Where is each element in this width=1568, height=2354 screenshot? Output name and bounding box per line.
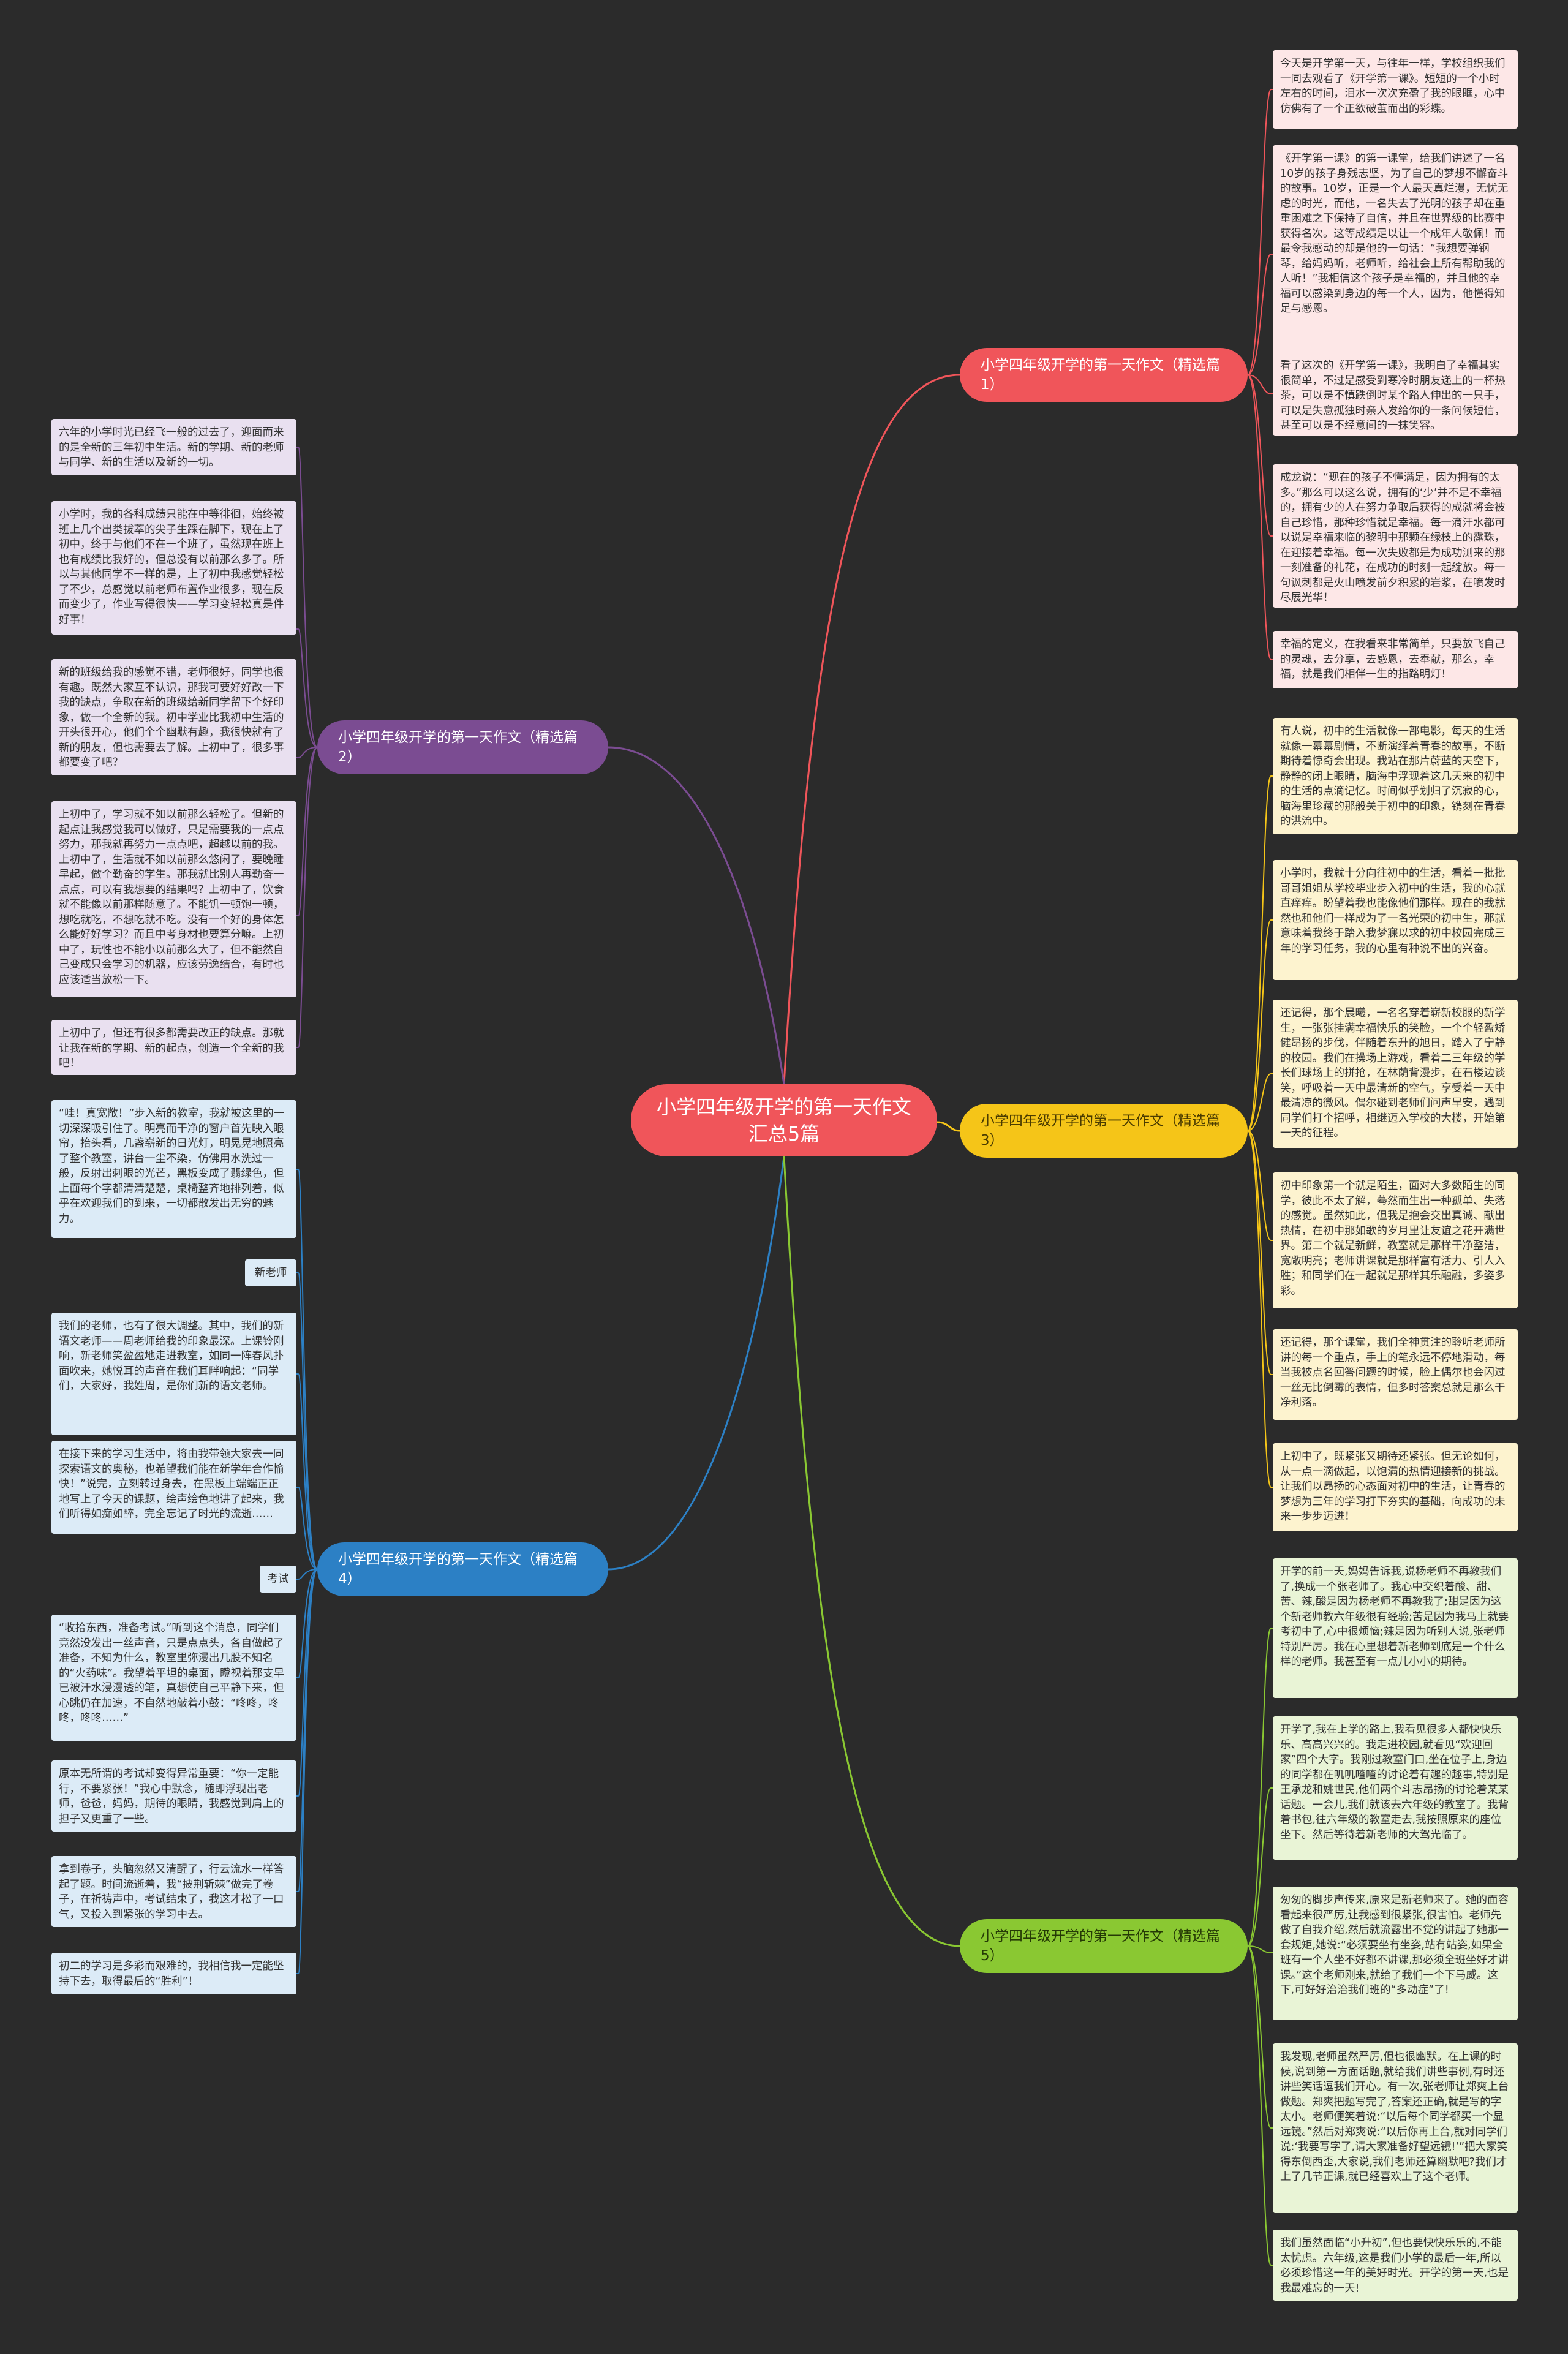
leaf-node[interactable]: 幸福的定义，在我看来非常简单，只要放飞自己的灵魂，去分享，去感恩，去奉献，那么，… <box>1273 631 1518 688</box>
connector-center-b2 <box>608 746 785 1085</box>
leaf-node[interactable]: “收拾东西，准备考试。”听到这个消息，同学们竟然没发出一丝声音，只是点点头，各自… <box>51 1615 296 1741</box>
branch-essay-4[interactable]: 小学四年级开学的第一天作文（精选篇4） <box>317 1542 608 1596</box>
leaf-node[interactable]: 还记得，那个课堂，我们全神贯注的聆听老师所讲的每一个重点，手上的笔永远不停地滑动… <box>1273 1329 1518 1420</box>
leaf-node[interactable]: “哇！真宽敞！”步入新的教室，我就被这里的一切深深吸引住了。明亮而干净的窗户首先… <box>51 1100 296 1238</box>
leaf-node[interactable]: 新的班级给我的感觉不错，老师很好，同学也很有趣。既然大家互不认识，那我可要好好改… <box>51 659 296 775</box>
connector-center-b3 <box>937 1121 960 1132</box>
leaf-node[interactable]: 拿到卷子，头脑忽然又清醒了，行云流水一样答起了题。时间流逝着，我“披荆斩棘”做完… <box>51 1856 296 1927</box>
leaf-node[interactable]: 六年的小学时光已经飞一般的过去了，迎面而来的是全新的三年初中生活。新的学期、新的… <box>51 419 296 475</box>
leaf-node[interactable]: 我们虽然面临“小升初”,但也要快快乐乐的,不能太忧虑。六年级,这是我们小学的最后… <box>1273 2230 1518 2301</box>
leaf-node[interactable]: 我发现,老师虽然严厉,但也很幽默。在上课的时候,说到第一方面话题,就给我们讲些事… <box>1273 2043 1518 2213</box>
connector-center-b5 <box>783 1156 960 1947</box>
connectors-b4 <box>296 1169 318 1974</box>
leaf-node[interactable]: 我们的老师，也有了很大调整。其中，我们的新语文老师——周老师给我的印象最深。上课… <box>51 1313 296 1435</box>
branch-label: 小学四年级开学的第一天作文（精选篇2） <box>338 730 578 765</box>
leaf-node[interactable]: 小学时，我的各科成绩只能在中等徘徊，始终被班上几个出类拔萃的尖子生踩在脚下，现在… <box>51 501 296 635</box>
leaf-node[interactable]: 上初中了，既紧张又期待还紧张。但无论如何，从一点一滴做起，以饱满的热情迎接新的挑… <box>1273 1443 1518 1531</box>
branch-essay-3[interactable]: 小学四年级开学的第一天作文（精选篇3） <box>960 1104 1248 1158</box>
leaf-node[interactable]: 原本无所谓的考试却变得异常重要：“你一定能行，不要紧张！”我心中默念，随即浮现出… <box>51 1760 296 1832</box>
leaf-node[interactable]: 《开学第一课》的第一课堂，给我们讲述了一名10岁的孩子身残志坚，为了自己的梦想不… <box>1273 145 1518 363</box>
leaf-node[interactable]: 还记得，那个晨曦，一名名穿着崭新校服的新学生，一张张挂满幸福快乐的笑脸，一个个轻… <box>1273 1000 1518 1148</box>
leaf-node[interactable]: 初中印象第一个就是陌生，面对大多数陌生的同学，彼此不太了解，蓦然而生出一种孤单、… <box>1273 1172 1518 1308</box>
leaf-node[interactable]: 看了这次的《开学第一课》，我明白了幸福其实很简单，不过是感受到寒冷时朋友递上的一… <box>1273 352 1518 436</box>
connectors-b3 <box>1247 775 1273 1488</box>
leaf-node[interactable]: 开学的前一天,妈妈告诉我,说杨老师不再教我们了,换成一个张老师了。我心中交织着酸… <box>1273 1558 1518 1698</box>
leaf-tag-new-teacher[interactable]: 新老师 <box>245 1259 296 1286</box>
connectors-b5 <box>1247 1628 1273 2266</box>
leaf-node[interactable]: 初二的学习是多彩而艰难的，我相信我一定能坚持下去，取得最后的“胜利”！ <box>51 1953 296 1994</box>
branch-label: 小学四年级开学的第一天作文（精选篇4） <box>338 1552 578 1587</box>
leaf-node[interactable]: 在接下来的学习生活中，将由我带领大家去一同探索语文的奥秘，也希望我们能在新学年合… <box>51 1441 296 1534</box>
branch-essay-1[interactable]: 小学四年级开学的第一天作文（精选篇1） <box>960 348 1248 402</box>
branch-essay-2[interactable]: 小学四年级开学的第一天作文（精选篇2） <box>317 720 608 774</box>
center-topic[interactable]: 小学四年级开学的第一天作文汇总5篇 <box>631 1084 937 1156</box>
leaf-node[interactable]: 小学时，我就十分向往初中的生活，看着一批批哥哥姐姐从学校毕业步入初中的生活，我的… <box>1273 860 1518 980</box>
leaf-node[interactable]: 开学了,我在上学的路上,我看见很多人都快快乐乐、高高兴兴的。我走进校园,就看见“… <box>1273 1716 1518 1860</box>
leaf-node[interactable]: 成龙说：“现在的孩子不懂满足，因为拥有的太多。”那么可以这么说，拥有的‘少’并不… <box>1273 464 1518 608</box>
connectors-b1 <box>1247 89 1273 660</box>
leaf-node[interactable]: 匆匆的脚步声传来,原来是新老师来了。她的面容看起来很严厉,让我感到很紧张,很害怕… <box>1273 1887 1518 2020</box>
leaf-node[interactable]: 上初中了，学习就不如以前那么轻松了。但新的起点让我感觉我可以做好，只是需要我的一… <box>51 801 296 997</box>
connectors-b2 <box>296 447 318 1048</box>
leaf-node[interactable]: 有人说，初中的生活就像一部电影，每天的生活就像一幕幕剧情，不断演绎着青春的故事，… <box>1273 718 1518 834</box>
leaf-tag-exam[interactable]: 考试 <box>260 1566 296 1593</box>
connector-center-b1 <box>783 374 960 1085</box>
leaf-node[interactable]: 今天是开学第一天，与往年一样，学校组织我们一同去观看了《开学第一课》。短短的一个… <box>1273 50 1518 129</box>
branch-essay-5[interactable]: 小学四年级开学的第一天作文（精选篇5） <box>960 1919 1248 1973</box>
connector-center-b4 <box>608 1156 785 1571</box>
branch-label: 小学四年级开学的第一天作文（精选篇3） <box>981 1113 1220 1149</box>
branch-label: 小学四年级开学的第一天作文（精选篇5） <box>981 1928 1220 1964</box>
leaf-node[interactable]: 上初中了，但还有很多都需要改正的缺点。那就让我在新的学期、新的起点，创造一个全新… <box>51 1020 296 1075</box>
branch-label: 小学四年级开学的第一天作文（精选篇1） <box>981 357 1220 393</box>
